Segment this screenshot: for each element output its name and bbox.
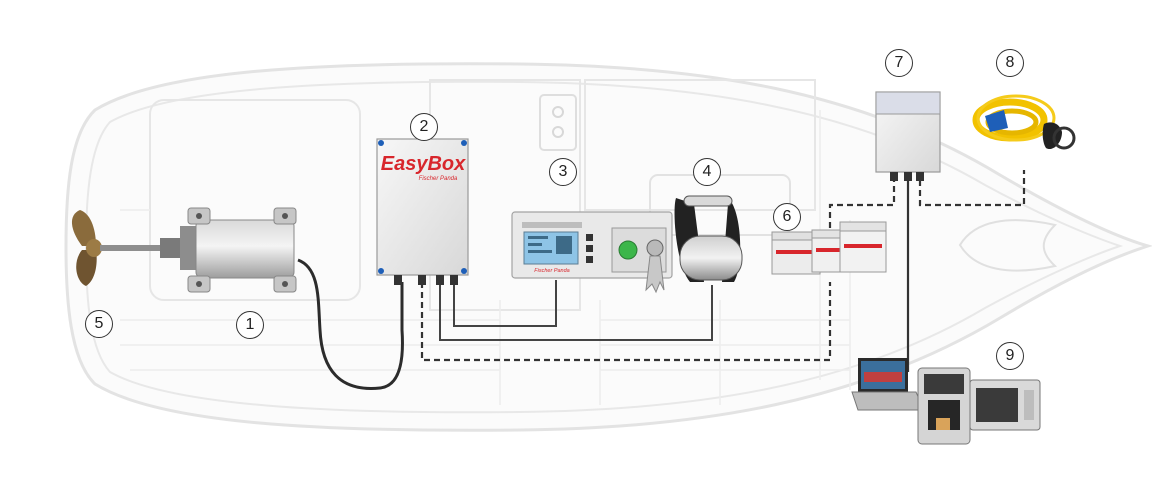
shore-power-box xyxy=(875,91,941,181)
control-panel: Fischer Panda xyxy=(511,211,673,294)
panel-brand-text: Fischer Panda xyxy=(534,268,569,274)
generator-unit xyxy=(674,195,743,282)
label-7: 7 xyxy=(885,49,913,77)
label-9: 9 xyxy=(996,342,1024,370)
wiring xyxy=(297,170,1026,390)
label-5: 5 xyxy=(85,310,113,338)
label-1: 1 xyxy=(236,311,264,339)
label-8: 8 xyxy=(996,49,1024,77)
easybox-brand-text: EasyBox xyxy=(381,153,466,175)
easybox-sub-text: Fischer Panda xyxy=(419,176,458,182)
label-6: 6 xyxy=(773,203,801,231)
propeller xyxy=(71,210,170,286)
electric-motor xyxy=(160,207,297,293)
label-4: 4 xyxy=(693,158,721,186)
appliances xyxy=(851,358,1041,445)
label-3: 3 xyxy=(549,158,577,186)
label-2: 2 xyxy=(410,113,438,141)
battery-bank xyxy=(771,221,887,275)
shore-power-cable xyxy=(972,94,1076,150)
easybox-controller: EasyBox Fischer Panda xyxy=(376,138,469,285)
